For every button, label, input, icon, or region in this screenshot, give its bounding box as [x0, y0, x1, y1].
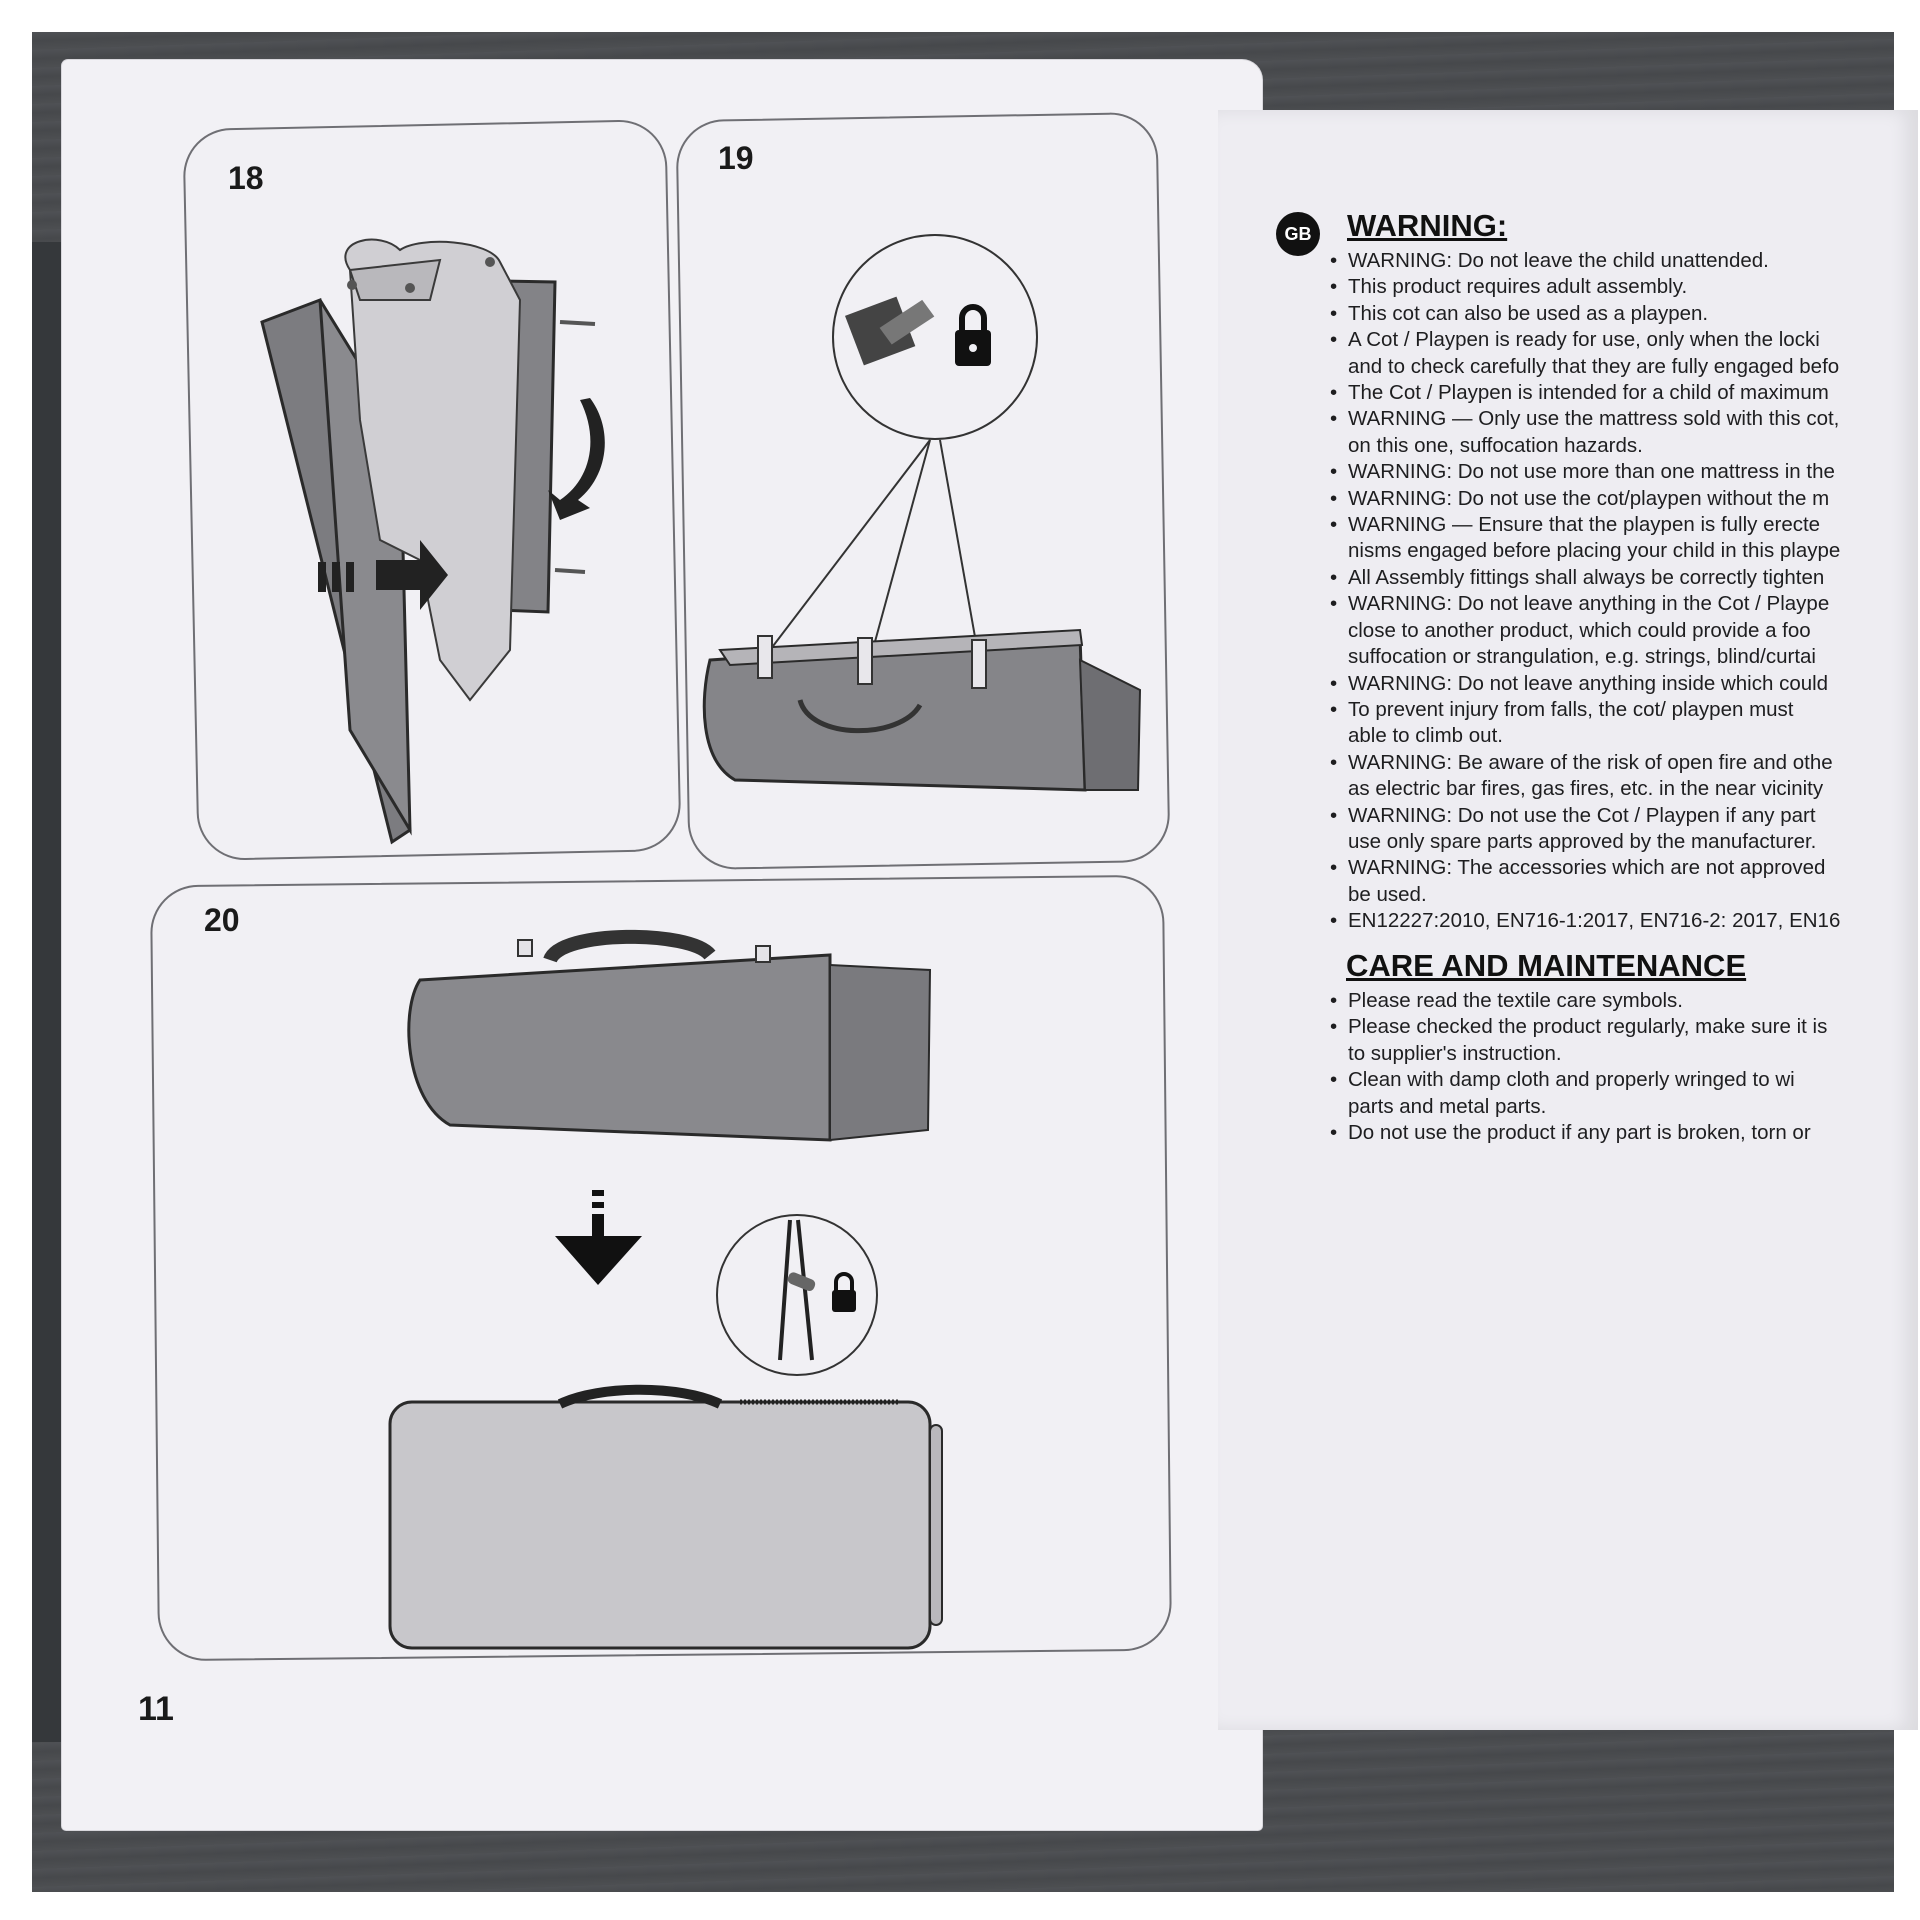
folded-playpen-illustration [260, 238, 605, 845]
language-badge: GB [1276, 212, 1320, 256]
care-item: Clean with damp cloth and properly wring… [1330, 1067, 1890, 1120]
warning-item: WARNING — Ensure that the playpen is ful… [1330, 512, 1890, 565]
warning-item: This cot can also be used as a playpen. [1330, 301, 1890, 327]
warning-item: WARNING: Be aware of the risk of open fi… [1330, 750, 1890, 803]
warning-item: To prevent injury from falls, the cot/ p… [1330, 697, 1890, 750]
step-number-18: 18 [228, 160, 264, 196]
carry-bag-illustration [388, 929, 943, 1650]
warning-list: WARNING: Do not leave the child unattend… [1330, 248, 1890, 935]
warning-item: WARNING: The accessories which are not a… [1330, 855, 1890, 908]
care-list: Please read the textile care symbols. Pl… [1330, 988, 1890, 1146]
warning-item: EN12227:2010, EN716-1:2017, EN716-2: 201… [1330, 908, 1890, 934]
step-number-19: 19 [718, 140, 754, 176]
warning-item: WARNING — Only use the mattress sold wit… [1330, 406, 1890, 459]
warning-item: WARNING: Do not use the Cot / Playpen if… [1330, 803, 1890, 856]
warning-item: WARNING: Do not use more than one mattre… [1330, 459, 1890, 485]
warning-item: This product requires adult assembly. [1330, 274, 1890, 300]
warning-item: All Assembly fittings shall always be co… [1330, 565, 1890, 591]
warning-item: WARNING: Do not leave anything inside wh… [1330, 671, 1890, 697]
care-item: Please checked the product regularly, ma… [1330, 1014, 1890, 1067]
care-item: Please read the textile care symbols. [1330, 988, 1890, 1014]
warning-item: A Cot / Playpen is ready for use, only w… [1330, 327, 1890, 380]
warning-item: WARNING: Do not use the cot/playpen with… [1330, 486, 1890, 512]
care-item: Do not use the product if any part is br… [1330, 1120, 1890, 1146]
warning-item: WARNING: Do not leave anything in the Co… [1330, 591, 1890, 670]
care-heading: CARE AND MAINTENANCE [1346, 948, 1747, 983]
warning-item: WARNING: Do not leave the child unattend… [1330, 248, 1890, 274]
step-number-20: 20 [204, 902, 240, 938]
velcro-straps-illustration [702, 234, 1142, 792]
page-number: 11 [138, 1690, 174, 1728]
warning-heading: WARNING: [1347, 208, 1508, 243]
warning-item: The Cot / Playpen is intended for a chil… [1330, 380, 1890, 406]
